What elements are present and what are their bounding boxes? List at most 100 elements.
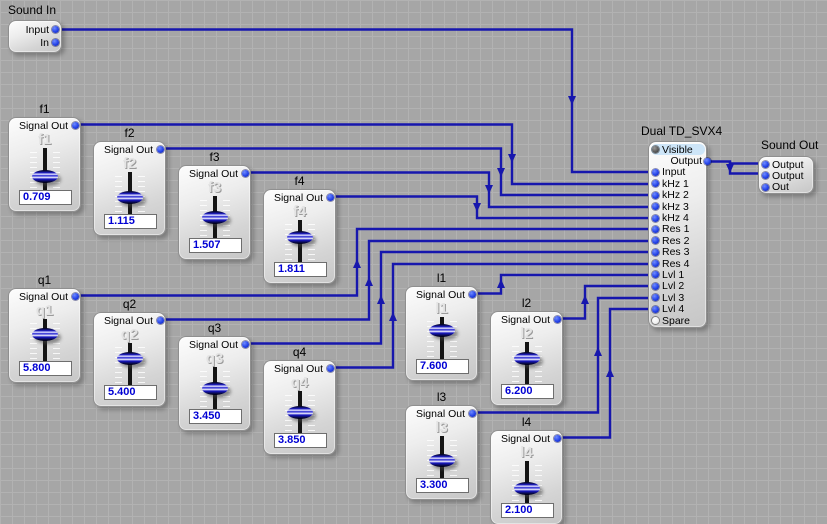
visible-port-icon[interactable] <box>652 146 659 154</box>
slider-module-q1[interactable]: Signal Out q1 5.800 <box>8 288 81 383</box>
lvl4-port-icon[interactable] <box>652 305 659 313</box>
signal-out-port-icon[interactable] <box>327 194 334 201</box>
slider-knob[interactable] <box>428 454 455 467</box>
lvl1-port-icon[interactable] <box>652 271 659 279</box>
res2-port-icon[interactable] <box>652 237 659 245</box>
processor-module[interactable]: Visible Output Input kHz 1 kHz 2 kHz 3 k… <box>648 141 711 328</box>
wire-output-soundout1[interactable] <box>705 160 762 165</box>
wire-l4-lvl4[interactable] <box>561 307 652 439</box>
signal-out-port-icon[interactable] <box>72 122 79 129</box>
wire-l2-lvl2[interactable] <box>561 284 652 320</box>
output1-port-icon[interactable] <box>762 161 769 169</box>
signal-out-port-icon[interactable] <box>554 435 561 442</box>
slider-name-label: l4 <box>520 444 533 461</box>
slider-value[interactable]: 1.811 <box>274 262 327 277</box>
slider-knob[interactable] <box>31 328 58 341</box>
wire-arrow <box>568 96 576 105</box>
in-port-icon[interactable] <box>52 39 59 46</box>
signal-out-port-icon[interactable] <box>554 316 561 323</box>
processor-row-khz2: kHz 2 <box>652 189 706 201</box>
signal-out-port-icon[interactable] <box>242 341 249 348</box>
processor-row-res3: Res 3 <box>652 246 706 258</box>
slider-module-f3[interactable]: Signal Out f3 1.507 <box>178 165 251 260</box>
slider-knob[interactable] <box>31 170 58 183</box>
slider-value[interactable]: 0.709 <box>19 190 72 205</box>
khz3-port-icon[interactable] <box>652 203 659 211</box>
slider-value[interactable]: 6.200 <box>501 384 554 399</box>
slider-name-label: f1 <box>37 131 52 148</box>
slider-title-f3: f3 <box>209 150 220 164</box>
slider-track[interactable] <box>439 317 444 361</box>
port-label: Input <box>662 166 686 179</box>
slider-knob[interactable] <box>201 211 228 224</box>
sound-in-module[interactable]: Input In <box>8 20 62 53</box>
signal-out-port-icon[interactable] <box>469 291 476 298</box>
slider-value[interactable]: 3.850 <box>274 433 327 448</box>
slider-track[interactable] <box>127 343 132 387</box>
slider-knob[interactable] <box>513 352 540 365</box>
slider-knob[interactable] <box>286 231 313 244</box>
slider-value[interactable]: 7.600 <box>416 359 469 374</box>
slider-value[interactable]: 1.115 <box>104 214 157 229</box>
processor-row-res1: Res 1 <box>652 223 706 235</box>
slider-knob[interactable] <box>201 382 228 395</box>
wire-arrow <box>485 185 493 194</box>
slider-knob[interactable] <box>513 482 540 495</box>
signal-out-port-icon[interactable] <box>327 365 334 372</box>
spare-port-icon[interactable] <box>652 317 659 325</box>
slider-track[interactable] <box>42 319 47 363</box>
slider-knob[interactable] <box>286 406 313 419</box>
lvl2-port-icon[interactable] <box>652 282 659 290</box>
slider-module-q3[interactable]: Signal Out q3 3.450 <box>178 336 251 431</box>
slider-value[interactable]: 3.300 <box>416 478 469 493</box>
input-port-icon[interactable] <box>652 168 659 176</box>
output2-port-icon[interactable] <box>762 172 769 180</box>
module-header: Signal Out <box>264 190 335 204</box>
input-port-icon[interactable] <box>52 26 59 33</box>
khz1-port-icon[interactable] <box>652 180 659 188</box>
slider-name-label: f3 <box>207 179 222 196</box>
processor-row-output: Output <box>652 155 711 167</box>
wire-arrow <box>353 259 361 268</box>
slider-module-q2[interactable]: Signal Out q2 5.400 <box>93 312 166 407</box>
out-port-icon[interactable] <box>762 183 769 191</box>
res4-port-icon[interactable] <box>652 260 659 268</box>
slider-module-l3[interactable]: Signal Out l3 3.300 <box>405 405 478 500</box>
slider-module-q4[interactable]: Signal Out q4 3.850 <box>263 360 336 455</box>
signal-out-label: Signal Out <box>188 168 238 180</box>
processor-row-input: Input <box>652 166 706 179</box>
signal-out-port-icon[interactable] <box>157 146 164 153</box>
slider-value[interactable]: 1.507 <box>189 238 242 253</box>
sound-out-module[interactable]: Output Output Out <box>758 156 814 194</box>
slider-module-f2[interactable]: Signal Out f2 1.115 <box>93 141 166 236</box>
slider-value[interactable]: 5.800 <box>19 361 72 376</box>
khz2-port-icon[interactable] <box>652 191 659 199</box>
res3-port-icon[interactable] <box>652 248 659 256</box>
slider-knob[interactable] <box>116 352 143 365</box>
slider-title-l4: l4 <box>521 415 532 429</box>
signal-out-port-icon[interactable] <box>242 170 249 177</box>
slider-module-l4[interactable]: Signal Out l4 2.100 <box>490 430 563 524</box>
slider-module-f4[interactable]: Signal Out f4 1.811 <box>263 189 336 284</box>
slider-module-f1[interactable]: Signal Out f1 0.709 <box>8 117 81 212</box>
slider-module-l1[interactable]: Signal Out l1 7.600 <box>405 286 478 381</box>
khz4-port-icon[interactable] <box>652 214 659 222</box>
slider-knob[interactable] <box>116 191 143 204</box>
res1-port-icon[interactable] <box>652 225 659 233</box>
slider-knob[interactable] <box>428 324 455 337</box>
port-label: kHz 3 <box>662 200 689 213</box>
port-label: Out <box>772 181 789 194</box>
signal-out-port-icon[interactable] <box>469 410 476 417</box>
signal-out-port-icon[interactable] <box>72 293 79 300</box>
slider-name-label: q2 <box>120 326 139 343</box>
slider-value[interactable]: 3.450 <box>189 409 242 424</box>
slider-module-l2[interactable]: Signal Out l2 6.200 <box>490 311 563 406</box>
slider-value[interactable]: 5.400 <box>104 385 157 400</box>
slider-value[interactable]: 2.100 <box>501 503 554 518</box>
signal-out-port-icon[interactable] <box>157 317 164 324</box>
lvl3-port-icon[interactable] <box>652 294 659 302</box>
slider-title-l2: l2 <box>521 296 532 310</box>
output-port-icon[interactable] <box>704 157 711 165</box>
